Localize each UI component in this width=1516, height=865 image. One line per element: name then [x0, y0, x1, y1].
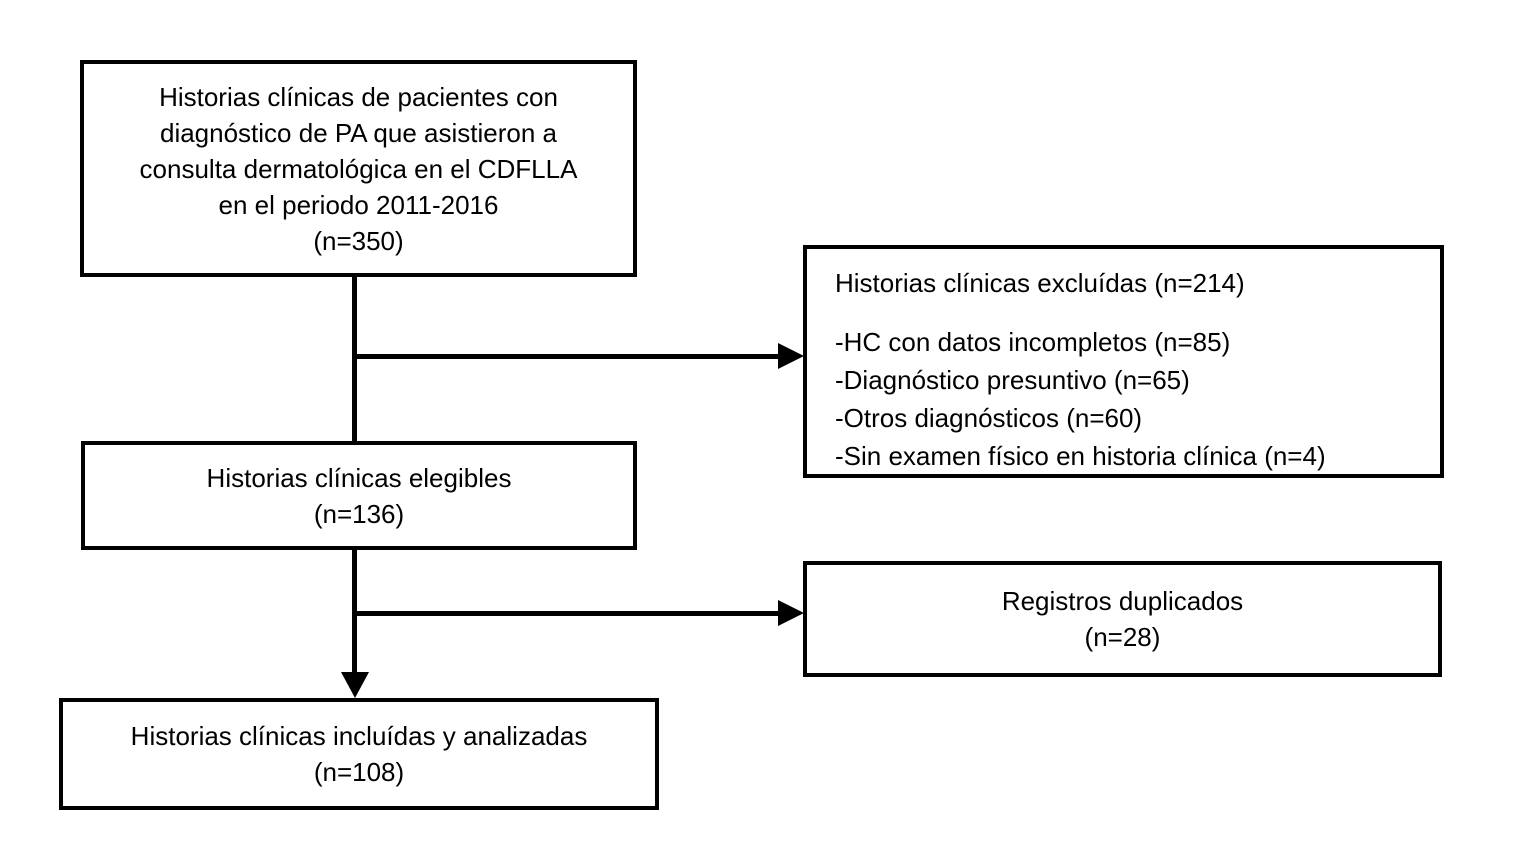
box-initial-line-3: consulta dermatológica en el CDFLLA [139, 153, 578, 184]
box-duplicate-records: Registros duplicados (n=28) [803, 561, 1442, 677]
connector-branch-to-duplicates [352, 611, 778, 616]
box-eligible-records: Historias clínicas elegibles (n=136) [81, 441, 637, 550]
box-duplicates-line-1: Registros duplicados [1001, 586, 1244, 616]
box-included-count: (n=108) [313, 757, 405, 787]
box-included-records: Historias clínicas incluídas y analizada… [59, 698, 659, 810]
box-initial-records: Historias clínicas de pacientes con diag… [80, 60, 637, 277]
box-initial-line-2: diagnóstico de PA que asistieron a [159, 117, 557, 148]
box-initial-line-4: en el periodo 2011-2016 [218, 189, 499, 220]
box-included-line-1: Historias clínicas incluídas y analizada… [130, 721, 588, 751]
box-duplicates-count: (n=28) [1084, 622, 1161, 652]
excluded-item-other-diagnoses: -Otros diagnósticos (n=60) [835, 403, 1143, 433]
excluded-item-incomplete: -HC con datos incompletos (n=85) [835, 327, 1231, 357]
arrowhead-down-included-icon [341, 672, 369, 698]
excluded-item-presumptive: -Diagnóstico presuntivo (n=65) [835, 365, 1190, 395]
excluded-title: Historias clínicas excluídas (n=214) [835, 268, 1245, 298]
box-initial-count: (n=350) [313, 225, 404, 256]
box-initial-line-1: Historias clínicas de pacientes con [159, 81, 558, 112]
connector-branch-to-excluded [352, 354, 778, 359]
box-eligible-count: (n=136) [313, 498, 405, 529]
box-excluded-records: Historias clínicas excluídas (n=214) -HC… [803, 245, 1444, 478]
excluded-item-no-physical-exam: -Sin examen físico en historia clínica (… [835, 441, 1326, 471]
arrowhead-right-excluded-icon [778, 343, 804, 369]
box-eligible-line-1: Historias clínicas elegibles [206, 462, 512, 493]
arrowhead-right-duplicates-icon [778, 600, 804, 626]
